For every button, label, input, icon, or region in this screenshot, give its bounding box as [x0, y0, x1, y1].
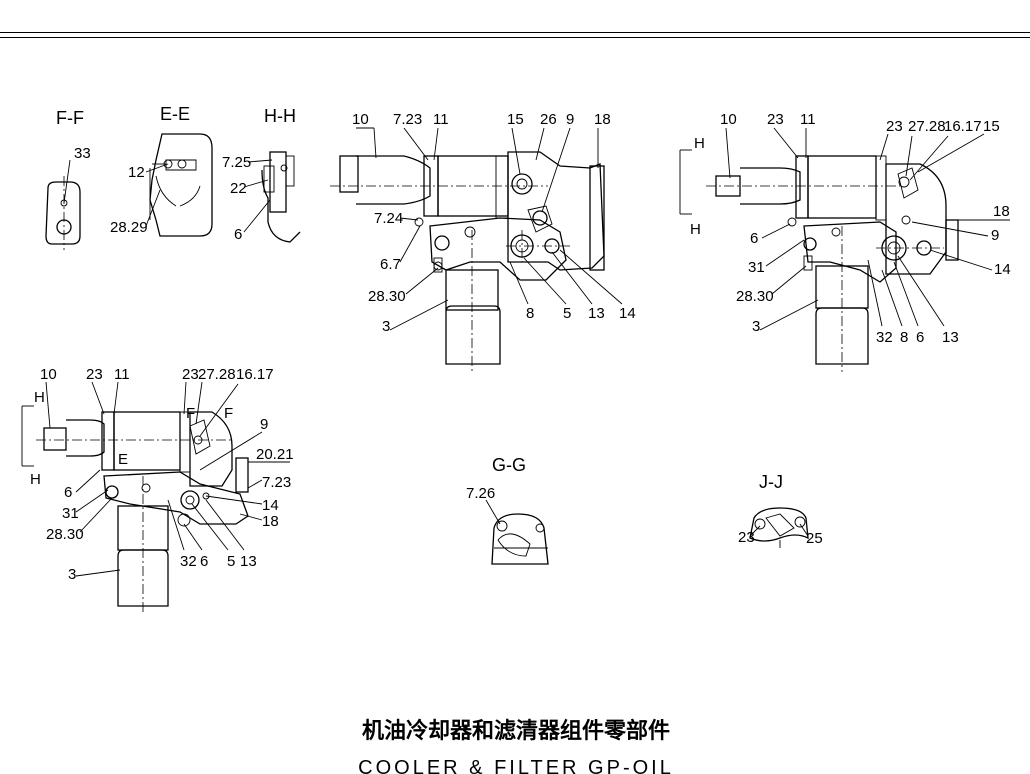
label-v2-18: 18 — [594, 111, 611, 128]
label-jj-25: 25 — [806, 530, 823, 547]
frame-inner-border — [0, 37, 1030, 38]
label-v3-2830: 28.30 — [736, 288, 774, 305]
section-label-ee: E-E — [160, 104, 190, 124]
marker-v4-h-bottom: H — [30, 471, 41, 488]
section-jj-drawing: 23 25 — [738, 507, 823, 548]
label-v2-3: 3 — [382, 318, 390, 335]
label-gg-726: 7.26 — [466, 485, 495, 502]
label-v2-14: 14 — [619, 305, 636, 322]
view3-drawing: H H 10 23 11 23 — [679, 111, 1011, 372]
section-ff-drawing: 33 — [45, 145, 91, 250]
label-v3-9: 9 — [991, 227, 999, 244]
label-hh-725: 7.25 — [222, 154, 251, 171]
label-v4-14: 14 — [262, 497, 279, 514]
label-v4-23b: 23 — [182, 366, 199, 383]
marker-v3-h-bottom: H — [690, 221, 701, 238]
label-v2-2830: 28.30 — [368, 288, 406, 305]
section-label-jj: J-J — [759, 472, 783, 492]
label-v2-67: 6.7 — [380, 256, 401, 273]
label-v4-32: 32 — [180, 553, 197, 570]
section-label-ff: F-F — [56, 108, 84, 128]
label-v4-6b: 6 — [200, 553, 208, 570]
label-v2-724: 7.24 — [374, 210, 403, 227]
label-v4-31: 31 — [62, 505, 79, 522]
label-v3-1617: 16.17 — [944, 118, 982, 135]
label-ee-2829: 28.29 — [110, 219, 148, 236]
label-v2-9: 9 — [566, 111, 574, 128]
label-v4-10: 10 — [40, 366, 57, 383]
label-v4-9: 9 — [260, 416, 268, 433]
label-v4-2021: 20.21 — [256, 446, 294, 463]
label-v3-32: 32 — [876, 329, 893, 346]
label-v2-26: 26 — [540, 111, 557, 128]
label-v3-31: 31 — [748, 259, 765, 276]
label-v4-2830: 28.30 — [46, 526, 84, 543]
label-v4-18: 18 — [262, 513, 279, 530]
label-v3-14: 14 — [994, 261, 1011, 278]
label-v2-10: 10 — [352, 111, 369, 128]
label-v4-11: 11 — [114, 366, 130, 383]
label-hh-22: 22 — [230, 180, 247, 197]
label-v3-13: 13 — [942, 329, 959, 346]
label-v2-15: 15 — [507, 111, 524, 128]
label-v3-3: 3 — [752, 318, 760, 335]
frame-top-band — [0, 0, 1030, 33]
label-ff-33: 33 — [74, 145, 91, 162]
label-jj-23: 23 — [738, 529, 755, 546]
label-v3-10: 10 — [720, 111, 737, 128]
label-v4-13: 13 — [240, 553, 257, 570]
label-v3-18: 18 — [993, 203, 1010, 220]
marker-v3-h-top: H — [694, 135, 705, 152]
section-label-hh: H-H — [264, 106, 296, 126]
label-v4-23a: 23 — [86, 366, 103, 383]
label-v3-15: 15 — [983, 118, 1000, 135]
label-v2-5: 5 — [563, 305, 571, 322]
view2-drawing: 10 7.23 11 15 26 9 18 7.24 6.7 28.30 3 8… — [330, 111, 636, 372]
label-v3-11: 11 — [800, 111, 816, 128]
marker-v4-f-right: F — [224, 405, 233, 422]
label-v4-1617: 16.17 — [236, 366, 274, 383]
section-gg-drawing: 7.26 — [466, 485, 549, 565]
marker-v4-e: E — [118, 451, 128, 468]
section-label-gg: G-G — [492, 455, 526, 475]
label-ee-12: 12 — [128, 164, 145, 181]
label-v4-5: 5 — [227, 553, 235, 570]
label-v3-6b: 6 — [916, 329, 924, 346]
label-v2-8: 8 — [526, 305, 534, 322]
label-v3-6a: 6 — [750, 230, 758, 247]
label-v4-3: 3 — [68, 566, 76, 583]
label-v4-723: 7.23 — [262, 474, 291, 491]
drawing-subtitle: COOLER & FILTER GP-OIL — [358, 757, 674, 774]
marker-v4-h-top: H — [34, 389, 45, 406]
label-v3-23a: 23 — [767, 111, 784, 128]
drawing-title: 机油冷却器和滤清器组件零部件 — [362, 718, 670, 744]
section-hh-drawing: 7.25 22 6 — [222, 151, 301, 243]
view4-drawing: H H F F E 10 23 11 23 27.28 16 — [21, 366, 294, 612]
label-v3-8: 8 — [900, 329, 908, 346]
label-v2-13: 13 — [588, 305, 605, 322]
label-v2-723: 7.23 — [393, 111, 422, 128]
label-v4-6a: 6 — [64, 484, 72, 501]
label-v3-23b: 23 — [886, 118, 903, 135]
label-v3-2728: 27.28 — [908, 118, 946, 135]
marker-v4-f-left: F — [186, 405, 195, 422]
label-v4-2728: 27.28 — [198, 366, 236, 383]
label-hh-6: 6 — [234, 226, 242, 243]
label-v2-11: 11 — [433, 111, 449, 128]
section-ee-drawing: 12 28.29 — [110, 133, 213, 237]
